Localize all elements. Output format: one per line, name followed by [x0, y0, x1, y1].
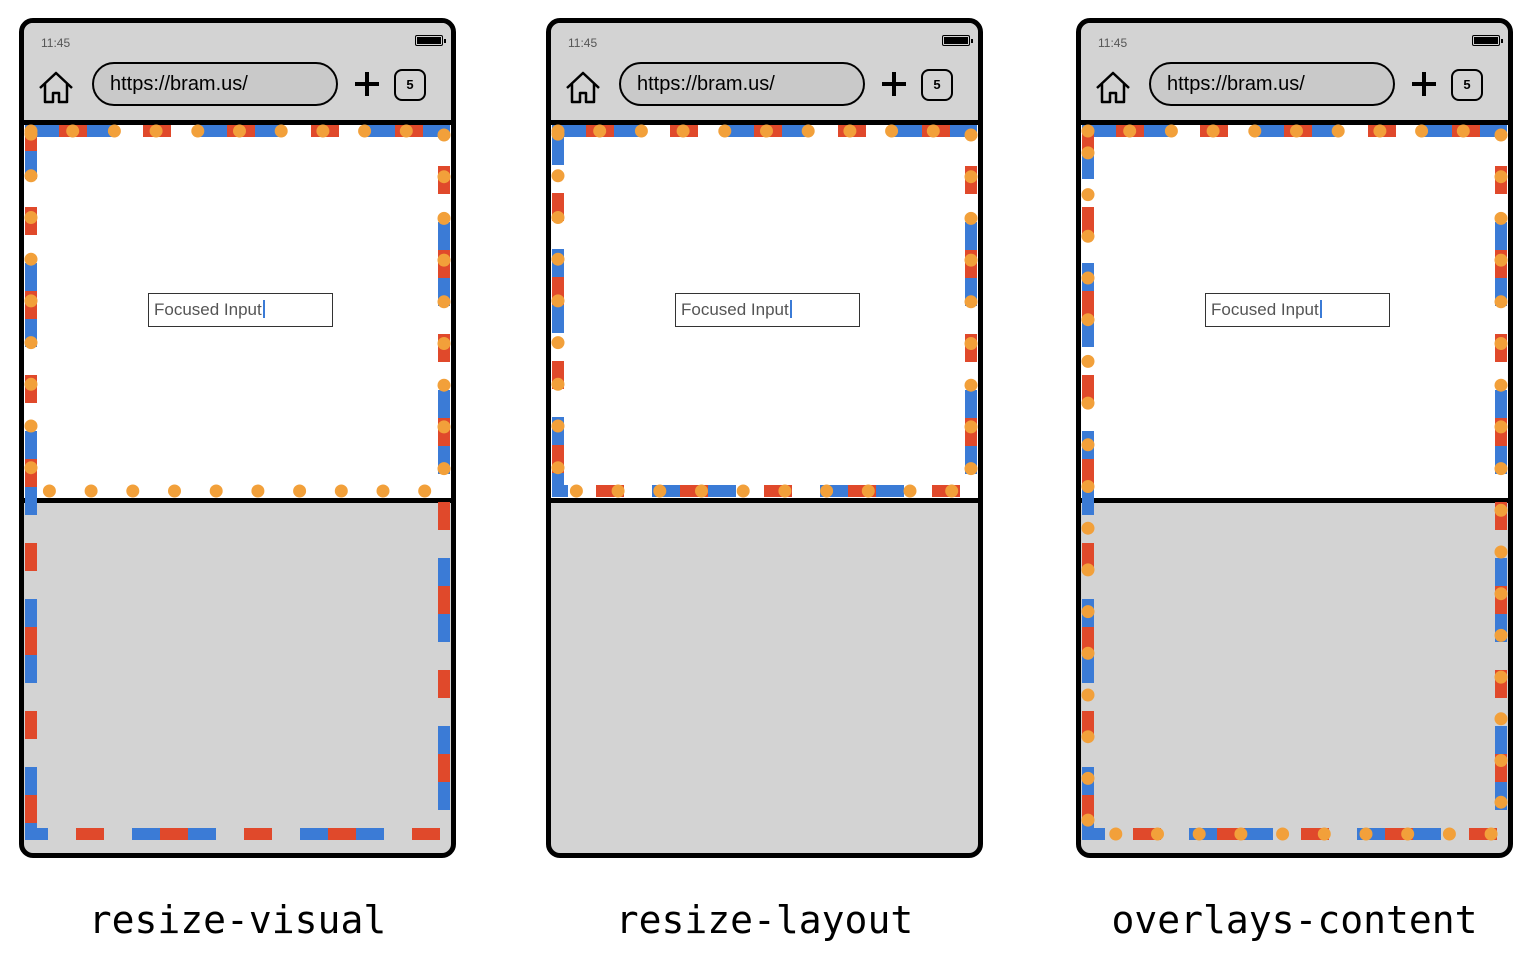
browser-toolbar: 11:45 https://bram.us/ 5 [24, 23, 451, 125]
caption-resize-layout: resize-layout [615, 898, 914, 942]
text-caret [262, 300, 265, 318]
phone-overlays-content: 11:45 https://bram.us/ 5 Focused Input [1076, 18, 1513, 858]
text-caret [1319, 300, 1322, 318]
visual-viewport-outline [24, 124, 451, 498]
home-icon[interactable] [1094, 68, 1132, 106]
new-tab-icon[interactable] [353, 70, 381, 98]
initial-containing-block-outline [552, 125, 977, 497]
address-bar[interactable]: https://bram.us/ [92, 62, 338, 106]
layout-viewport-outline [25, 125, 450, 840]
visual-viewport-outline [1081, 124, 1508, 841]
new-tab-icon[interactable] [880, 70, 908, 98]
layout-viewport-outline [1082, 125, 1507, 840]
focused-input[interactable]: Focused Input [148, 293, 333, 327]
focused-input[interactable]: Focused Input [1205, 293, 1390, 327]
home-icon[interactable] [37, 68, 75, 106]
focused-input-value: Focused Input [1211, 300, 1319, 319]
caption-overlays-content: overlays-content [1111, 898, 1478, 942]
focused-input[interactable]: Focused Input [675, 293, 860, 327]
viewport-outlines [1081, 124, 1508, 841]
status-time: 11:45 [1098, 36, 1128, 50]
tab-count-button[interactable]: 5 [921, 69, 953, 101]
focused-input-value: Focused Input [681, 300, 789, 319]
battery-icon [415, 35, 446, 46]
page-content: Focused Input [551, 125, 978, 503]
caption-resize-visual: resize-visual [88, 898, 387, 942]
viewport-outlines [24, 124, 451, 840]
viewport-outlines [551, 124, 978, 498]
initial-containing-block-outline [25, 125, 450, 840]
tab-count-button[interactable]: 5 [1451, 69, 1483, 101]
focused-input-value: Focused Input [154, 300, 262, 319]
address-bar[interactable]: https://bram.us/ [1149, 62, 1395, 106]
new-tab-icon[interactable] [1410, 70, 1438, 98]
status-time: 11:45 [41, 36, 71, 50]
browser-toolbar: 11:45 https://bram.us/ 5 [551, 23, 978, 125]
phone-resize-layout: 11:45 https://bram.us/ 5 Focused Input [546, 18, 983, 858]
page-content: Focused Input [1081, 125, 1508, 503]
browser-toolbar: 11:45 https://bram.us/ 5 [1081, 23, 1508, 125]
initial-containing-block-outline [1082, 125, 1507, 840]
text-caret [789, 300, 792, 318]
status-time: 11:45 [568, 36, 598, 50]
battery-icon [1472, 35, 1503, 46]
phone-resize-visual: 11:45 https://bram.us/ 5 Focused Input [19, 18, 456, 858]
visual-viewport-outline [551, 124, 978, 498]
layout-viewport-outline [552, 125, 977, 497]
page-content: Focused Input [24, 125, 451, 503]
tab-count-button[interactable]: 5 [394, 69, 426, 101]
address-bar[interactable]: https://bram.us/ [619, 62, 865, 106]
home-icon[interactable] [564, 68, 602, 106]
battery-icon [942, 35, 973, 46]
